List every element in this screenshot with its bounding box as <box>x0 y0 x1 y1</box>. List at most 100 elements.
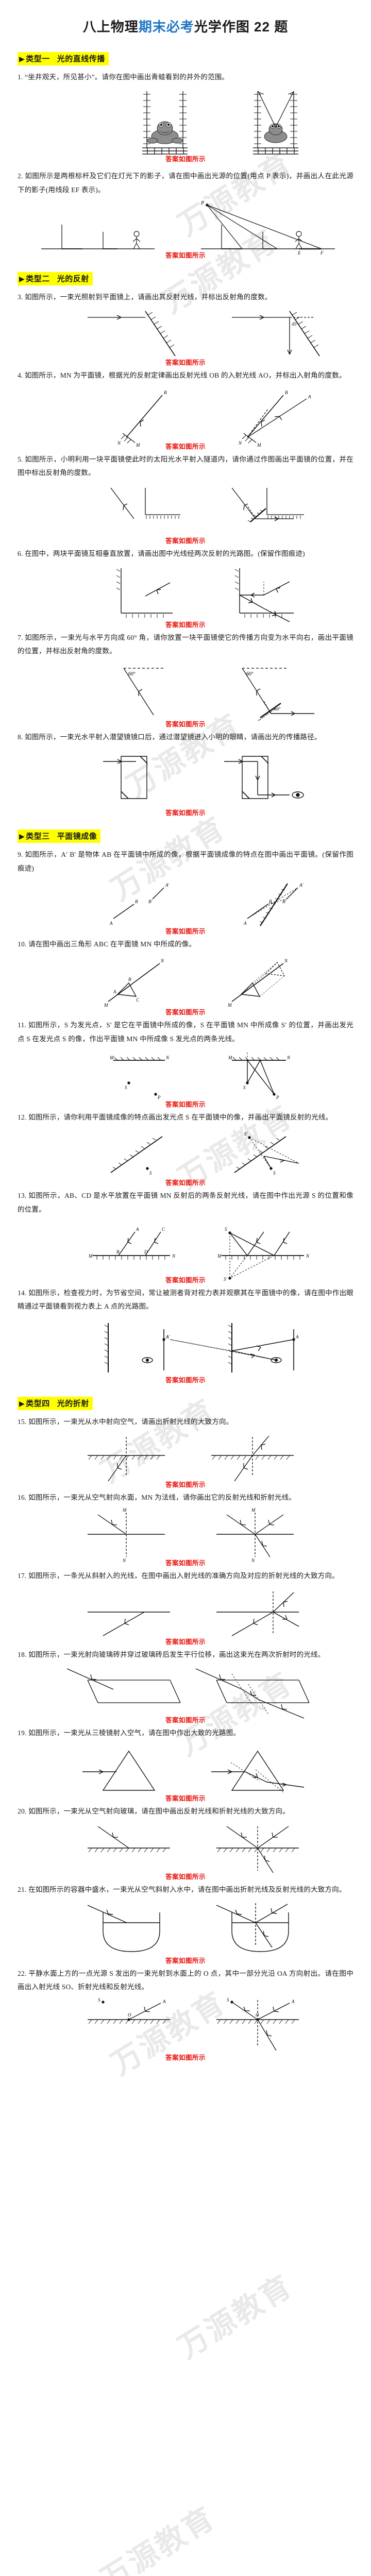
question-text: 4. 如图所示，MN 为平面镜，根据光的反射定律画出反射光线 OB 的入射光线 … <box>18 369 353 382</box>
svg-text:N: N <box>172 1253 176 1259</box>
question-number: 18. <box>18 1650 27 1658</box>
question-body: 如图所示，一束光水平射入潜望镜镜口后，通过潜望镜进入小明的眼睛，请画出光的传播路… <box>25 733 322 741</box>
svg-text:A: A <box>136 1227 139 1232</box>
answer-label: 答案如图所示 <box>165 721 206 728</box>
question-4: 4. 如图所示，MN 为平面镜，根据光的反射定律画出反射光线 OB 的入射光线 … <box>18 369 353 450</box>
figure-3: 45° 答案如图所示 <box>18 307 353 367</box>
svg-text:P: P <box>276 1095 279 1100</box>
svg-text:A: A <box>109 921 113 926</box>
question-body: 如图所示，小明利用一块平面镜使此时的太阳光水平射入隧道内，请你通过作图画出平面镜… <box>18 455 354 477</box>
question-10: 10. 请在图中画出三角形 ABC 在平面镜 MN 中所成的像。 M N A B… <box>18 938 353 1016</box>
question-number: 21. <box>18 1886 27 1894</box>
figure-2: P E F 答案如图所示 <box>18 200 353 259</box>
question-number: 17. <box>18 1572 27 1580</box>
question-3: 3. 如图所示，一束光照射到平面镜上，请画出其反射光线，并标出反射角的度数。 <box>18 291 353 367</box>
answer-label: 答案如图所示 <box>165 1276 206 1284</box>
section-name: 类型一 <box>26 55 50 63</box>
svg-text:P: P <box>157 1095 161 1100</box>
question-body: 平静水面上方的一点光源 S 发出的一束光射到水面上的 O 点，其中一部分光沿 O… <box>18 1969 353 1991</box>
svg-text:S′: S′ <box>244 1131 248 1137</box>
question-text: 7. 如图所示，一束光与水平方向成 60° 角，请你放置一块平面镜使它的传播方向… <box>18 631 353 658</box>
svg-text:M: M <box>257 443 261 448</box>
svg-text:S: S <box>273 1171 276 1176</box>
svg-text:B: B <box>269 899 272 904</box>
question-body: 请在图中画出三角形 ABC 在平面镜 MN 中所成的像。 <box>28 940 196 948</box>
svg-text:M: M <box>227 1003 232 1008</box>
figure-9: A B B′ A′ A B <box>18 878 353 935</box>
answer-label: 答案如图所示 <box>165 1716 206 1724</box>
svg-text:M: M <box>217 1253 222 1259</box>
question-body: 如图所示，一束光照射到平面镜上，请画出其反射光线，并标出反射角的度数。 <box>25 293 272 301</box>
question-text: 8. 如图所示，一束光水平射入潜望镜镜口后，通过潜望镜进入小明的眼睛，请画出光的… <box>18 731 353 744</box>
question-text: 1. “坐井观天，所见甚小”。请你在图中画出青蛙看到的井外的范围。 <box>18 71 353 84</box>
question-number: 9. <box>18 851 23 859</box>
figure-12: S S S′ <box>18 1127 353 1187</box>
svg-text:S: S <box>98 1997 100 2003</box>
answer-label: 答案如图所示 <box>165 809 206 817</box>
answer-label: 答案如图所示 <box>165 1638 206 1646</box>
answer-label: 答案如图所示 <box>165 1179 206 1187</box>
question-body: 如图所示，一条光从斜射入的光线，在图中画出入射光线的准确方向及对应的折射光线的大… <box>28 1572 339 1580</box>
question-number: 13. <box>18 1192 27 1200</box>
question-text: 19. 如图所示，一束光从三棱镜射入空气，请在图中作出大致的光路图。 <box>18 1726 353 1740</box>
question-body: 如图所示，检查视力时，为节省空间，常让被测者背对视力表并观察其在平面镜中的像，请… <box>18 1289 353 1311</box>
svg-text:B: B <box>128 977 131 982</box>
question-16: 16. 如图所示，一束光从空气射向水面，MN 为法线，请你画出它的反射光线和折射… <box>18 1491 353 1567</box>
figure-4: N B M N B <box>18 386 353 450</box>
question-number: 15. <box>18 1417 27 1426</box>
question-20: 20. 如图所示，一束光从空气射向玻璃，请在图中画出反射光线和折射光线的大致方向… <box>18 1805 353 1880</box>
question-body: 如图所示，一束光射向玻璃砖并穿过玻璃砖后发生平行位移，画出这束光在两次折射时的光… <box>28 1650 325 1658</box>
svg-text:B: B <box>116 1249 120 1255</box>
svg-text:B: B <box>285 390 288 395</box>
answer-label: 答案如图所示 <box>165 156 206 163</box>
figure-22: S O A <box>18 1997 353 2061</box>
svg-text:A: A <box>165 1334 169 1340</box>
svg-text:N: N <box>286 1055 291 1060</box>
question-1: 1. “坐井观天，所见甚小”。请你在图中画出青蛙看到的井外的范围。 <box>18 71 353 164</box>
answer-label: 答案如图所示 <box>165 359 206 367</box>
svg-text:B′: B′ <box>282 899 286 904</box>
section-name: 类型三 <box>26 832 50 841</box>
svg-text:M: M <box>136 443 140 448</box>
answer-label: 答案如图所示 <box>165 443 206 450</box>
question-9: 9. 如图所示，A′ B′ 是物体 AB 在平面镜中所成的像，根据平面镜成像的特… <box>18 848 353 935</box>
question-body: 如图所示，MN 为平面镜，根据光的反射定律画出反射光线 OB 的入射光线 AO，… <box>25 371 346 380</box>
answer-label: 答案如图所示 <box>165 1376 206 1384</box>
question-13: 13. 如图所示，AB、CD 是水平放置在平面镜 MN 反射后的两条反射光线，请… <box>18 1189 353 1284</box>
question-body: 如图所示，一束光从三棱镜射入空气，请在图中作出大致的光路图。 <box>28 1728 241 1737</box>
question-15: 15. 如图所示，一束光从水中射向空气，请画出折射光线的大致方向。 <box>18 1415 353 1488</box>
figure-18: 答案如图所示 <box>18 1665 353 1724</box>
answer-label: 答案如图所示 <box>165 621 206 629</box>
question-number: 10. <box>18 940 27 948</box>
svg-text:O: O <box>128 2012 131 2018</box>
question-number: 14. <box>18 1289 27 1297</box>
svg-text:N: N <box>122 1558 126 1563</box>
question-number: 22. <box>18 1969 27 1977</box>
svg-text:60°: 60° <box>128 671 136 677</box>
figure-14: A <box>18 1317 353 1384</box>
svg-text:E: E <box>297 250 301 256</box>
question-body: 如图所示，一束光从空气射向水面，MN 为法线，请你画出它的反射光线和折射光线。 <box>28 1493 296 1501</box>
section-name: 类型四 <box>26 1399 50 1408</box>
svg-text:C: C <box>162 1227 165 1232</box>
answer-label: 答案如图所示 <box>165 1009 206 1016</box>
svg-text:B: B <box>164 390 167 395</box>
svg-text:N: N <box>284 958 288 963</box>
svg-text:A′: A′ <box>165 883 170 888</box>
question-text: 14. 如图所示，检查视力时，为节省空间，常让被测者背对视力表并观察其在平面镜中… <box>18 1286 353 1314</box>
svg-text:A: A <box>295 1334 299 1340</box>
svg-text:N: N <box>238 440 242 446</box>
question-number: 3. <box>18 293 23 301</box>
svg-text:A: A <box>291 1999 295 2004</box>
question-text: 20. 如图所示，一束光从空气射向玻璃，请在图中画出反射光线和折射光线的大致方向… <box>18 1805 353 1818</box>
question-text: 10. 请在图中画出三角形 ABC 在平面镜 MN 中所成的像。 <box>18 938 353 951</box>
question-text: 9. 如图所示，A′ B′ 是物体 AB 在平面镜中所成的像，根据平面镜成像的特… <box>18 848 353 875</box>
answer-label: 答案如图所示 <box>165 251 206 259</box>
question-6: 6. 在图中，两块平面镜互相垂直放置，请画出图中光线经两次反射的光路图。(保留作… <box>18 547 353 628</box>
svg-text:D: D <box>144 1249 148 1255</box>
answer-label: 答案如图所示 <box>165 1481 206 1488</box>
svg-text:N: N <box>160 958 164 963</box>
question-number: 16. <box>18 1493 27 1501</box>
section-header-1: ▶类型一光的直线传播 <box>18 52 371 65</box>
answer-label: 答案如图所示 <box>165 1795 206 1803</box>
